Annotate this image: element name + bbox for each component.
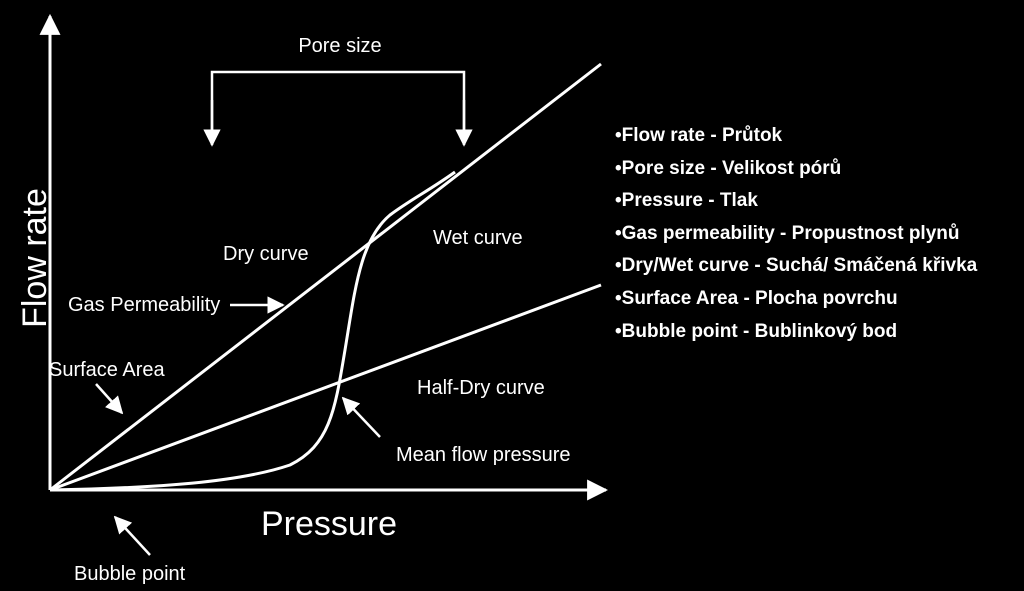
surface-area-label: Surface Area xyxy=(49,359,166,381)
wet-curve-line xyxy=(49,170,456,492)
dry-curve-line xyxy=(49,62,602,492)
legend-item: •Pressure - Tlak xyxy=(615,190,758,212)
surface-area-arrow xyxy=(95,383,124,415)
y-axis-title: Flow rate xyxy=(16,188,54,328)
mean-flow-pressure-arrow xyxy=(341,396,381,438)
translation-legend: •Flow rate - Průtok •Pore size - Velikos… xyxy=(615,120,1015,348)
bubble-point-arrow xyxy=(113,515,151,556)
legend-item: •Surface Area - Plocha povrchu xyxy=(615,287,898,309)
legend-item: •Dry/Wet curve - Suchá/ Smáčená křivka xyxy=(615,255,978,277)
half-dry-curve-label: Half-Dry curve xyxy=(417,377,545,399)
legend-item: •Gas permeability - Propustnost plynů xyxy=(615,222,960,244)
legend-item: •Flow rate - Průtok xyxy=(615,125,783,146)
pore-size-label: Pore size xyxy=(298,35,381,57)
gas-permeability-label: Gas Permeability xyxy=(68,294,220,316)
legend-item: •Pore size - Velikost pórů xyxy=(615,157,842,179)
legend-item: •Bubble point - Bublinkový bod xyxy=(615,320,898,342)
half-dry-curve-line xyxy=(49,283,602,492)
mean-flow-pressure-label: Mean flow pressure xyxy=(396,444,571,466)
pore-size-bracket xyxy=(210,70,466,140)
wet-curve-label: Wet curve xyxy=(433,227,523,249)
bubble-point-label: Bubble point xyxy=(74,563,186,585)
dry-curve-label: Dry curve xyxy=(223,243,309,265)
x-axis-title: Pressure xyxy=(261,505,397,543)
